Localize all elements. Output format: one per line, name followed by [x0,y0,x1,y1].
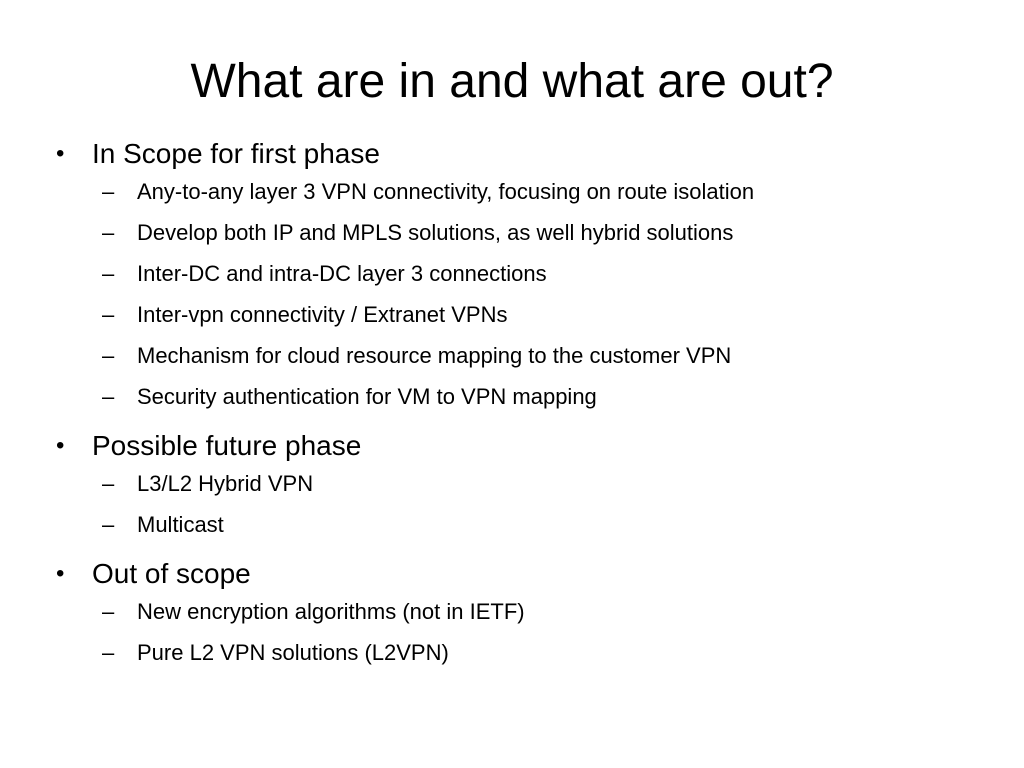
bullet-icon: • [56,140,65,167]
item-text: Multicast [137,512,224,537]
level1-item: • In Scope for first phase [50,134,990,176]
dash-icon: – [102,261,115,286]
level2-item: – Pure L2 VPN solutions (L2VPN) [50,637,990,678]
item-text: New encryption algorithms (not in IETF) [137,599,525,624]
level2-item: – Multicast [50,509,990,550]
slide-title: What are in and what are out? [190,55,834,108]
level1-item: • Out of scope [50,554,990,596]
section-future-phase: • Possible future phase – L3/L2 Hybrid V… [50,426,990,550]
item-text: Pure L2 VPN solutions (L2VPN) [137,640,449,665]
section-heading: Out of scope [92,558,251,589]
item-text: Inter-vpn connectivity / Extranet VPNs [137,302,508,327]
sub-list: – L3/L2 Hybrid VPN – Multicast [50,468,990,550]
level2-item: – Any-to-any layer 3 VPN connectivity, f… [50,176,990,217]
section-in-scope: • In Scope for first phase – Any-to-any … [50,134,990,422]
level1-item: • Possible future phase [50,426,990,468]
item-text: L3/L2 Hybrid VPN [137,471,314,496]
dash-icon: – [102,220,115,245]
sub-list: – New encryption algorithms (not in IETF… [50,596,990,678]
item-text: Inter-DC and intra-DC layer 3 connection… [137,261,547,286]
section-out-of-scope: • Out of scope – New encryption algorith… [50,554,990,678]
level2-item: – Inter-DC and intra-DC layer 3 connecti… [50,258,990,299]
item-text: Any-to-any layer 3 VPN connectivity, foc… [137,179,755,204]
level2-item: – L3/L2 Hybrid VPN [50,468,990,509]
sub-list: – Any-to-any layer 3 VPN connectivity, f… [50,176,990,422]
dash-icon: – [102,599,115,624]
dash-icon: – [102,471,115,496]
item-text: Security authentication for VM to VPN ma… [137,384,597,409]
level2-item: – New encryption algorithms (not in IETF… [50,596,990,637]
item-text: Mechanism for cloud resource mapping to … [137,343,732,368]
dash-icon: – [102,343,115,368]
bullet-icon: • [56,560,65,587]
dash-icon: – [102,179,115,204]
dash-icon: – [102,384,115,409]
section-heading: Possible future phase [92,430,362,461]
section-heading: In Scope for first phase [92,138,380,169]
dash-icon: – [102,302,115,327]
level2-item: – Develop both IP and MPLS solutions, as… [50,217,990,258]
level2-item: – Inter-vpn connectivity / Extranet VPNs [50,299,990,340]
item-text: Develop both IP and MPLS solutions, as w… [137,220,734,245]
level2-item: – Mechanism for cloud resource mapping t… [50,340,990,381]
bullet-icon: • [56,432,65,459]
bullet-list: • In Scope for first phase – Any-to-any … [50,134,990,682]
level2-item: – Security authentication for VM to VPN … [50,381,990,422]
dash-icon: – [102,512,115,537]
dash-icon: – [102,640,115,665]
